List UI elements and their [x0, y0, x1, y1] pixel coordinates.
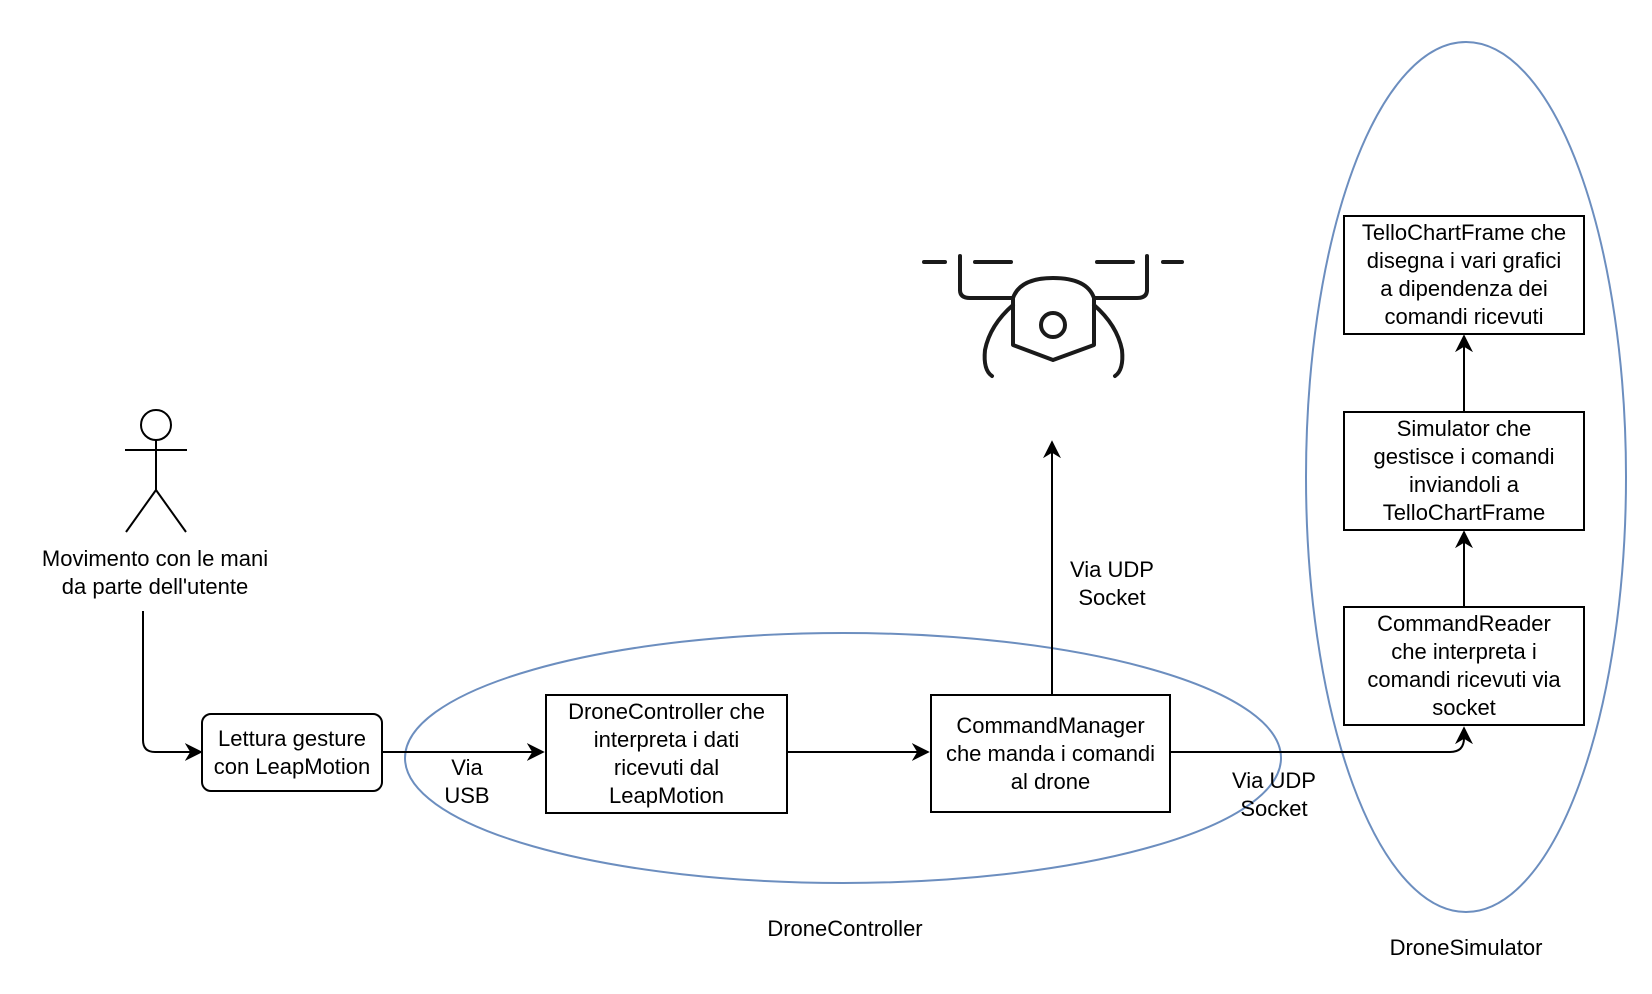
drone-controller-group-ellipse: [404, 632, 1282, 884]
actor-label: Movimento con le mani da parte dell'uten…: [41, 546, 269, 599]
stick-figure-icon: [125, 409, 187, 533]
simulator-node: Simulator che gestisce i comandi inviand…: [1343, 411, 1585, 531]
tello-chart-frame-node: TelloChartFrame che disegna i vari grafi…: [1343, 215, 1585, 335]
drone-icon: [922, 254, 1184, 378]
edge-label-udp-drone: Via UDP Socket: [1070, 557, 1154, 610]
drone-simulator-group-ellipse: [1305, 41, 1627, 913]
group-label-dronesimulator: DroneSimulator: [1389, 935, 1543, 960]
edge-actor-to-leap: [142, 611, 203, 761]
command-manager-node: CommandManager che manda i comandi al dr…: [930, 694, 1171, 813]
edge-label-udp-simulator: Via UDP Socket: [1232, 768, 1316, 821]
drone-controller-node: DroneController che interpreta i dati ri…: [545, 694, 788, 814]
edge-commandmanager-to-commandreader: [1171, 726, 1473, 753]
leap-motion-node: Lettura gesture con LeapMotion: [201, 713, 383, 792]
edge-label-usb: Via USB: [444, 755, 490, 808]
command-reader-node: CommandReader che interpreta i comandi r…: [1343, 606, 1585, 726]
group-label-dronecontroller: DroneController: [767, 916, 923, 941]
